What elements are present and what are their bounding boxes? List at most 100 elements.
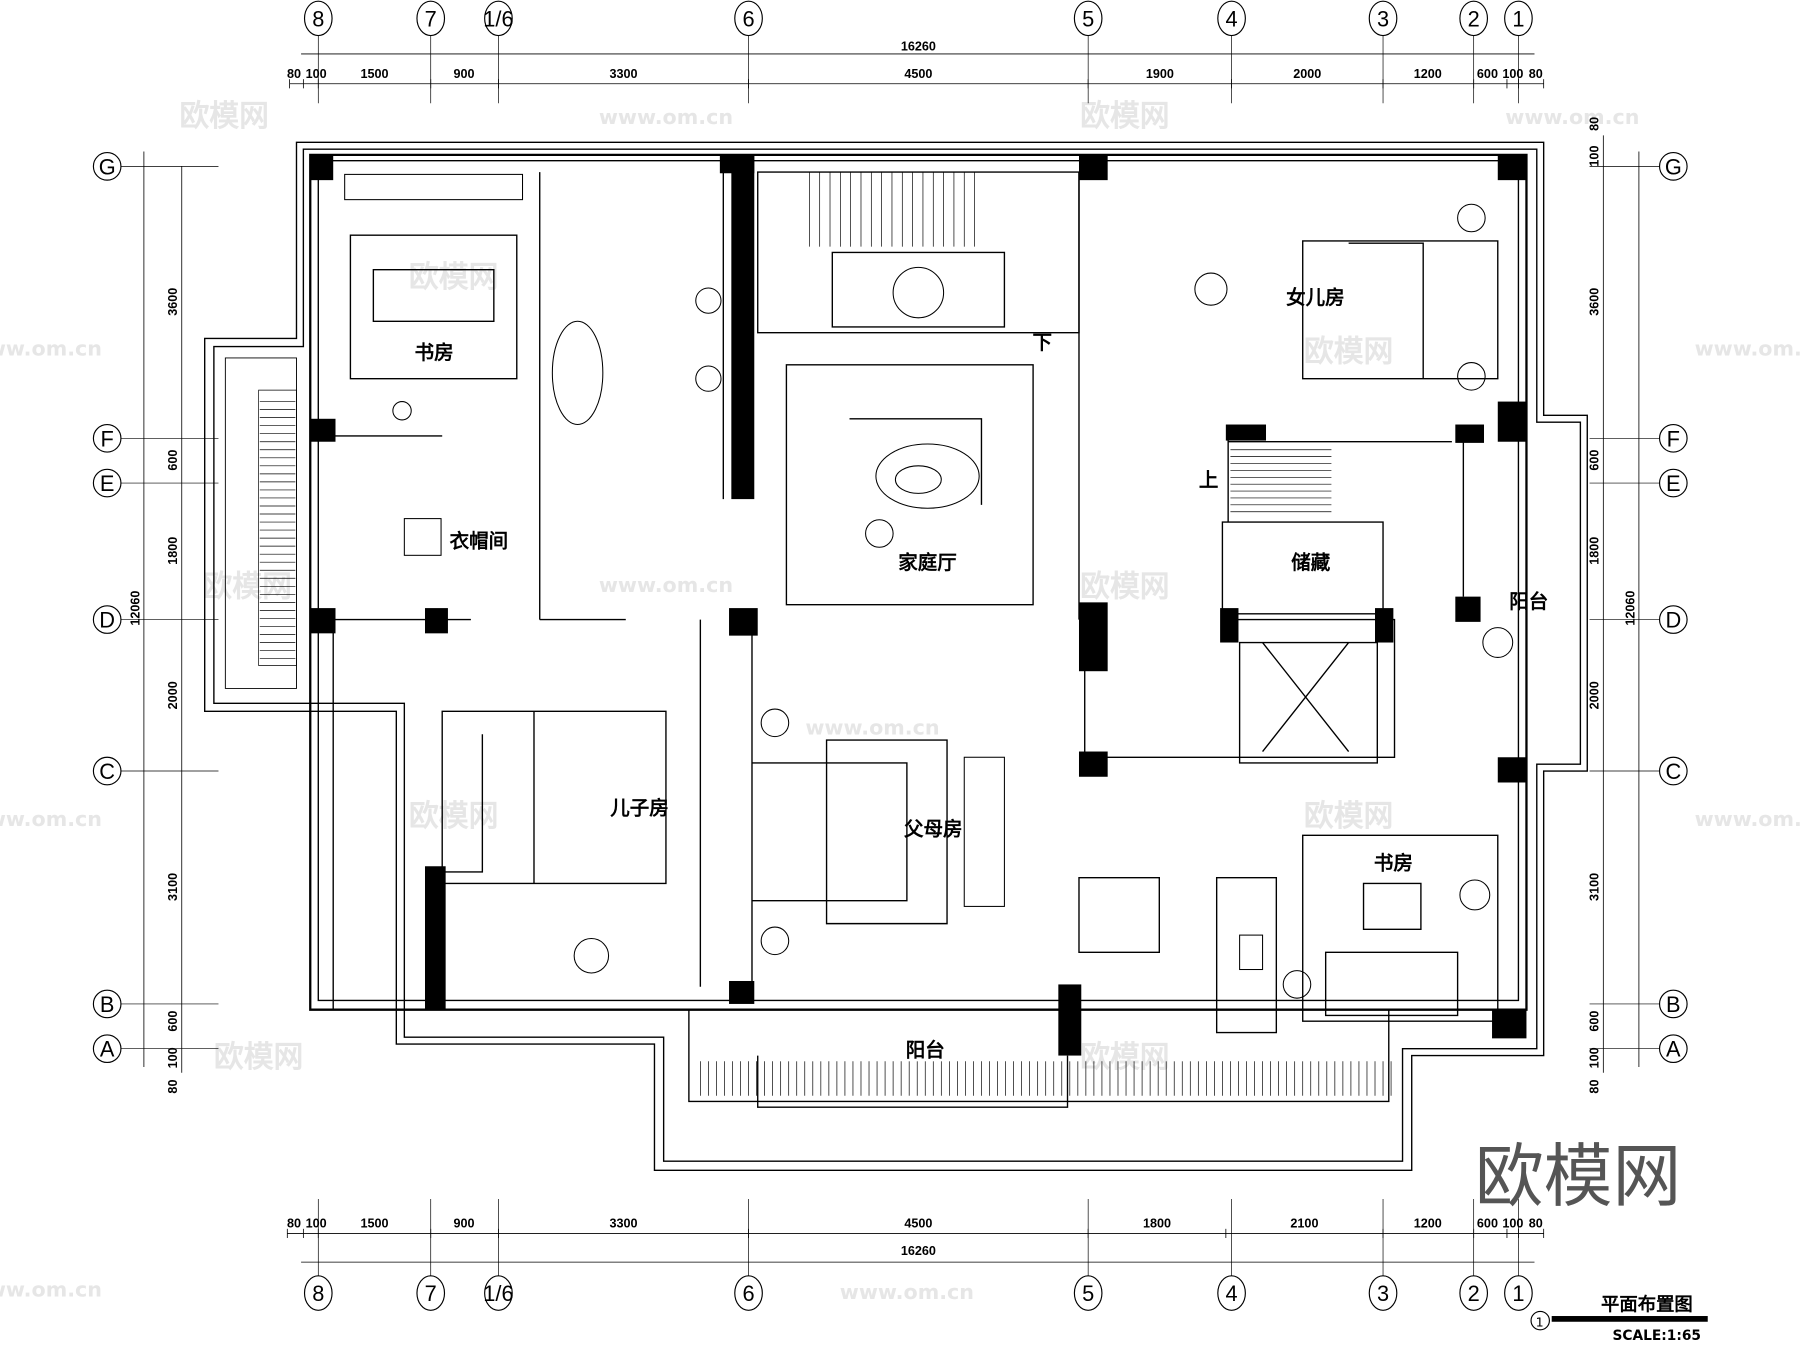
dimension-total: 16260 <box>901 1244 936 1258</box>
room-label: 家庭厅 <box>898 551 957 574</box>
axis-label-row: D <box>99 608 115 633</box>
axis-label-row: F <box>101 426 114 451</box>
dimension-text: 1500 <box>360 67 388 81</box>
dimension-text: 1900 <box>1146 67 1174 81</box>
dimension-text: 900 <box>453 1217 474 1231</box>
axis-label-row: G <box>99 154 116 179</box>
watermark-logo: 欧模网 <box>1304 799 1393 834</box>
dimension-text: 100 <box>1588 1047 1602 1068</box>
axis-label-column: 2 <box>1468 6 1480 31</box>
axis-label-row: C <box>99 759 115 784</box>
axis-bubble <box>1459 0 1489 37</box>
dimension-text: 600 <box>166 1011 180 1032</box>
room-label: 阳台 <box>1509 590 1548 613</box>
dimension-text: 900 <box>453 67 474 81</box>
dimension-text: 1200 <box>1414 1217 1442 1231</box>
dimension-text: 100 <box>306 67 327 81</box>
dimension-text: 80 <box>287 67 301 81</box>
axis-label-column: 1 <box>1512 1281 1524 1306</box>
axis-label-column: 5 <box>1082 6 1094 31</box>
watermark-logo: 欧模网 <box>1304 334 1393 369</box>
axis-bubble <box>1368 0 1398 37</box>
axis-bubble <box>734 0 763 37</box>
dimension-text: 600 <box>1588 450 1602 471</box>
watermark-logo: 欧模网 <box>1475 1137 1681 1217</box>
dimension-text: 100 <box>306 1217 327 1231</box>
axis-label-row: G <box>1665 154 1682 179</box>
dimension-text: 2000 <box>166 681 180 709</box>
watermark-url: www.om.cn <box>1505 105 1639 129</box>
dimension-text: 3300 <box>609 1217 637 1231</box>
watermark-logo: 欧模网 <box>202 570 291 605</box>
dimension-total: 16260 <box>901 39 936 53</box>
watermark-url: www.om.cn <box>1695 807 1800 831</box>
dimension-text: 3100 <box>1588 873 1602 901</box>
room-label: 衣帽间 <box>450 529 509 552</box>
room-label: 父母房 <box>903 817 963 840</box>
dimension-text: 4500 <box>904 1217 932 1231</box>
room-label: 女儿房 <box>1286 286 1345 309</box>
dimension-text: 80 <box>287 1217 301 1231</box>
axis-label-column: 2 <box>1468 1281 1480 1306</box>
dimension-text: 3600 <box>166 288 180 316</box>
axis-label-column: 8 <box>312 1281 324 1306</box>
dimension-text: 600 <box>1477 1217 1498 1231</box>
furniture <box>344 173 1514 999</box>
dimension-text: 1800 <box>1143 1217 1171 1231</box>
axis-label-column: 5 <box>1082 1281 1094 1306</box>
room-label: 上 <box>1199 468 1219 491</box>
dimension-text: 100 <box>1502 1217 1523 1231</box>
dimension-text: 2100 <box>1290 1217 1318 1231</box>
dimension-text: 600 <box>1477 67 1498 81</box>
watermark-logo: 欧模网 <box>179 99 268 134</box>
watermark-logo: 欧模网 <box>214 1040 303 1075</box>
drawing-scale: SCALE:1:65 <box>1613 1328 1702 1344</box>
axis-label-row: B <box>1666 992 1681 1017</box>
dimension-text: 1800 <box>1588 537 1602 565</box>
axis-bubble <box>1073 0 1103 37</box>
axis-bubble <box>1217 0 1246 37</box>
columns <box>310 154 1527 1056</box>
title-block: 平面布置图 1 SCALE:1:65 欧模网 <box>1475 1137 1708 1344</box>
dimension-text: 100 <box>1588 146 1602 167</box>
dimension-text: 2000 <box>1293 67 1321 81</box>
watermark-url: www.om.cn <box>599 105 733 129</box>
watermark-url: www.om.cn <box>805 715 939 739</box>
watermark-url: www.om.cn <box>840 1280 974 1304</box>
axis-bubble <box>1504 0 1533 37</box>
axis-label-column: 1/6 <box>483 6 513 31</box>
axis-label-column: 4 <box>1226 1281 1238 1306</box>
watermark-url: www.om.cn <box>0 337 102 361</box>
axis-label-row: E <box>1666 471 1681 496</box>
dimension-text: 80 <box>1588 1080 1602 1094</box>
dimension-text: 100 <box>1502 67 1523 81</box>
watermark-logo: 欧模网 <box>1080 1040 1169 1075</box>
dimension-text: 600 <box>166 450 180 471</box>
axis-label-column: 1 <box>1512 6 1524 31</box>
watermark-url: www.om.cn <box>0 807 102 831</box>
watermark-logo: 欧模网 <box>409 260 498 295</box>
drawing-number: 1 <box>1536 1314 1544 1329</box>
axis-label-column: 1/6 <box>483 1281 513 1306</box>
axis-label-row: D <box>1665 608 1681 633</box>
dimension-text: 3600 <box>1588 288 1602 316</box>
dimension-text: 80 <box>1529 1217 1543 1231</box>
axis-label-column: 7 <box>425 6 437 31</box>
watermark-logo: 欧模网 <box>1080 99 1169 134</box>
dimension-text: 1500 <box>360 1217 388 1231</box>
axis-bubble <box>303 0 333 37</box>
room-label: 储藏 <box>1291 551 1331 574</box>
dimension-text: 1800 <box>166 537 180 565</box>
axis-label-column: 8 <box>312 6 324 31</box>
dimension-text: 2000 <box>1588 681 1602 709</box>
axis-label-column: 4 <box>1226 6 1238 31</box>
dimension-text: 80 <box>1588 117 1602 131</box>
room-label: 阳台 <box>906 1039 945 1062</box>
axis-label-column: 7 <box>425 1281 437 1306</box>
room-label: 书房 <box>415 341 454 364</box>
room-label: 下 <box>1033 331 1053 354</box>
dimension-text: 4500 <box>904 67 932 81</box>
